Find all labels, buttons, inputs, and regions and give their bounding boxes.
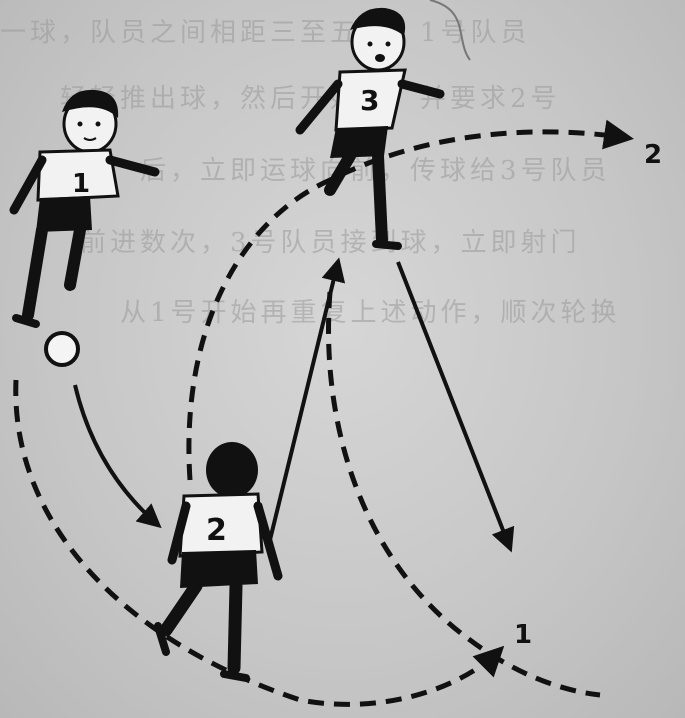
background-text-line: 从1号开始再重复上述动作，顺次轮换 (120, 298, 621, 328)
pass-arrow-3-down (396, 261, 515, 553)
run-path-player-2 (186, 119, 634, 481)
run-path-player-3 (326, 291, 601, 698)
run-path-player-1 (13, 379, 505, 707)
background-text-line: 轻轻推出球，然后开始跑，并要求2号 (60, 84, 561, 114)
ball-icon (44, 331, 80, 367)
player-2-figure (154, 442, 283, 682)
player-3-jersey-number: 3 (360, 84, 379, 117)
position-marker-1: 1 (514, 620, 533, 650)
player-1-jersey-number: 1 (72, 169, 90, 199)
pass-arrow-1-to-2 (73, 384, 162, 529)
position-marker-2: 2 (644, 140, 663, 170)
player-3-figure (295, 7, 445, 250)
player-2-jersey-number: 2 (206, 513, 227, 548)
pass-arrow-2-to-3 (266, 257, 346, 549)
background-text-line: 一球，队员之间相距三至五米，1号队员 (0, 18, 531, 48)
paper-crease (429, 0, 471, 61)
player-1-figure (9, 89, 160, 328)
background-text-line: 前进数次，3号队员接到球，立即射门 (80, 228, 581, 258)
